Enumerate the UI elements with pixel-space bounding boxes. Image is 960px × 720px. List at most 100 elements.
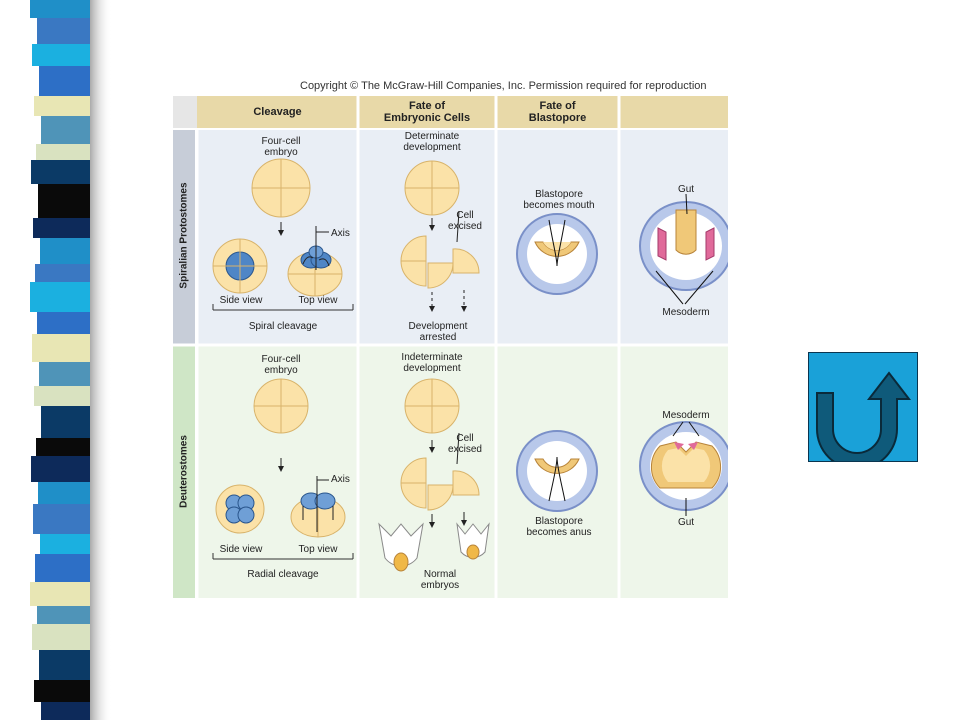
mesoderm-label-deut: Mesoderm <box>662 410 710 421</box>
four-cell-embryo-icon <box>251 158 311 218</box>
mouth-line1: Blastopore <box>535 189 583 200</box>
side-view-label: Side view <box>219 295 263 306</box>
four-cell-embryo-indeterminate-icon <box>404 378 460 434</box>
u-turn-arrow-icon <box>816 371 912 470</box>
blastopore-anus-diagram <box>516 430 598 512</box>
return-button[interactable] <box>808 352 918 470</box>
side-view-label-deut: Side view <box>219 544 263 555</box>
arrested-line1: Development <box>408 321 468 332</box>
stripe-block <box>41 406 90 438</box>
deuterostome-gut-mesoderm-diagram <box>639 421 728 511</box>
three-cell-remainder-icon <box>400 235 454 289</box>
stripe-block <box>33 218 90 238</box>
header-fate-blastopore-line1: Fate of <box>539 100 576 112</box>
gut-label-deut: Gut <box>677 517 695 528</box>
radial-side-view-icon <box>215 484 265 534</box>
stripe-block <box>36 438 90 456</box>
cell-excised-line1: Cell <box>456 210 474 221</box>
stripe-block <box>39 66 90 96</box>
protostome-deuterostome-figure: Cleavage Fate of Embryonic Cells Fate of… <box>173 96 728 600</box>
arrested-line2: arrested <box>419 332 457 343</box>
four-cell-embryo-determinate-icon <box>404 160 460 216</box>
stripe-block <box>30 582 90 606</box>
row-label-deuterostomes: Deuterostomes <box>178 435 190 508</box>
stripe-block <box>34 386 90 406</box>
top-view-label: Top view <box>298 295 338 306</box>
excised-cell-icon <box>452 248 480 274</box>
header-cleavage: Cleavage <box>253 106 302 118</box>
four-cell-line1: Four-cell <box>261 136 301 147</box>
deut-four-cell-line2: embryo <box>264 365 298 376</box>
protostome-gut-mesoderm-diagram <box>639 201 728 291</box>
stripe-block <box>37 18 90 44</box>
stripe-block <box>37 606 90 624</box>
row-label-protostomes: Spiralian Protostomes <box>178 182 190 289</box>
stripe-block <box>41 116 90 144</box>
anus-line1: Blastopore <box>535 516 583 527</box>
stripe-block <box>32 44 90 66</box>
deut-cell-excised-line1: Cell <box>456 433 474 444</box>
stripe-block <box>40 238 90 264</box>
stripe-block <box>30 0 90 18</box>
copyright-notice: Copyright © The McGraw-Hill Companies, I… <box>300 80 707 92</box>
blastopore-mouth-diagram <box>516 213 598 295</box>
header-fate-cells: Fate of Embryonic Cells <box>358 100 496 124</box>
four-cell-line2: embryo <box>264 147 298 158</box>
gut-label-protostome: Gut <box>677 184 695 195</box>
protostome-row-label-bg <box>173 130 195 344</box>
normal-line2: embryos <box>420 580 460 591</box>
deuterostome-row-label-bg <box>173 346 195 598</box>
stripe-block <box>31 160 90 184</box>
mesoderm-label-protostome: Mesoderm <box>662 307 710 318</box>
normal-embryo-left-icon <box>378 522 424 572</box>
normal-embryo-right-icon <box>456 522 490 560</box>
indeterminate-line2: development <box>403 363 461 374</box>
header-fate-cells-line2: Embryonic Cells <box>383 112 471 124</box>
header-row <box>197 96 728 128</box>
anus-line2: becomes anus <box>526 527 592 538</box>
stripe-block <box>37 312 90 334</box>
radial-cleavage-label: Radial cleavage <box>247 569 319 580</box>
spiral-cleavage-label: Spiral cleavage <box>248 321 318 332</box>
stripe-block <box>34 680 90 702</box>
stripe-block <box>39 362 90 386</box>
excised-cell-deuterostome-icon <box>452 470 480 496</box>
determinate-line2: development <box>403 142 461 153</box>
stripe-block <box>30 282 90 312</box>
stripe-block <box>39 650 90 680</box>
stripe-block <box>35 264 90 282</box>
normal-line1: Normal <box>423 569 457 580</box>
cell-excised-line2: excised <box>448 221 482 232</box>
top-view-label-deut: Top view <box>298 544 338 555</box>
spiral-side-view-icon <box>212 238 268 294</box>
stripe-block <box>38 482 90 504</box>
three-cell-remainder-deuterostome-icon <box>400 457 454 511</box>
stripe-block <box>38 184 90 218</box>
axis-label: Axis <box>331 228 350 239</box>
stripe-block <box>32 334 90 362</box>
stripe-block <box>31 456 90 482</box>
axis-label-deut: Axis <box>331 474 350 485</box>
header-fate-blastopore-line2: Blastopore <box>528 112 587 124</box>
stripe-block <box>34 96 90 116</box>
header-fate-blastopore: Fate of Blastopore <box>496 100 619 124</box>
figure-drawing <box>173 96 728 600</box>
deut-cell-excised-line2: excised <box>448 444 482 455</box>
stripe-block <box>40 534 90 554</box>
four-cell-embryo-deuterostome-icon <box>253 378 309 434</box>
stripe-block <box>35 554 90 582</box>
stripe-block <box>36 144 90 160</box>
header-fate-cells-line1: Fate of <box>408 100 446 112</box>
stripe-block <box>41 702 90 720</box>
stripe-block <box>32 624 90 650</box>
decorative-left-stripe <box>30 0 112 720</box>
